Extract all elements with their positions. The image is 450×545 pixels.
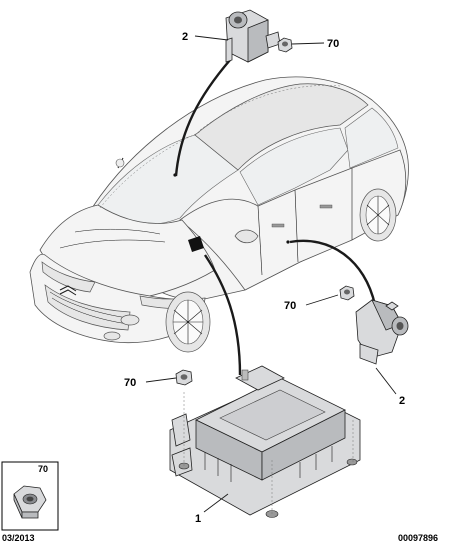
footer-drawing-id: 00097896 [398,533,438,543]
callout-1-ecu: 1 [195,513,201,525]
hex-nut-icon [175,369,193,386]
hex-nut-icon [339,285,355,301]
callout-70-mid: 70 [284,300,296,312]
leader-lines [174,59,377,376]
impact-sensor-icon [225,9,281,63]
callout-70-ecu: 70 [124,377,136,389]
inset-nut-detail: 70 [1,461,59,531]
callout-70-top: 70 [327,38,339,50]
callouts: 2 70 70 2 70 1 [124,31,405,525]
impact-sensor-icon [355,299,409,365]
hex-nut-icon [277,37,293,53]
car-outline-icon [29,76,409,353]
hex-nut-icon [13,485,47,519]
callout-2-right: 2 [399,395,405,407]
footer-date: 03/2013 [2,533,35,543]
inset-callout: 70 [38,464,48,474]
callout-2-top: 2 [182,31,188,43]
airbag-ecu-icon [169,365,361,518]
